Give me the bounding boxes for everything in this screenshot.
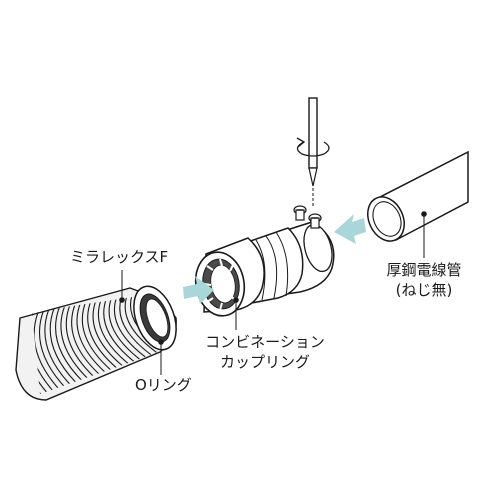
conduit-rib — [92, 298, 124, 367]
conduit-rib — [76, 302, 107, 374]
conduit-rib — [44, 309, 73, 387]
label-coupling-line2: カップリング — [219, 353, 310, 371]
label-mirarex: ミラレックスF — [70, 248, 169, 266]
conduit-rib — [103, 296, 135, 362]
steel-conduit — [367, 150, 469, 242]
label-coupling-line1: コンビネーション — [205, 333, 325, 351]
conduit-rib — [108, 296, 140, 360]
label-o-ring: Oリング — [135, 376, 192, 394]
conduit-rib — [33, 312, 62, 392]
leader-lines — [119, 211, 427, 375]
conduit-rib — [71, 303, 101, 376]
rotation-arrow-icon — [296, 137, 330, 157]
set-screw — [308, 213, 322, 229]
set-screw — [293, 205, 307, 221]
conduit-rib — [55, 307, 84, 383]
conduit-rib — [81, 300, 112, 371]
o-ring — [133, 285, 177, 351]
conduit-rib — [60, 305, 90, 381]
conduit-rib — [65, 304, 95, 378]
conduit-rib — [49, 308, 79, 385]
label-steel-conduit-line1: 厚鋼電線管 — [386, 261, 462, 279]
conduit-rib — [87, 299, 118, 369]
conduit-rib — [97, 297, 129, 365]
insert-arrow-icon — [334, 214, 366, 244]
conduit-rib — [32, 314, 51, 394]
conduit-rib — [113, 296, 146, 358]
combination-coupling — [194, 205, 335, 317]
screwdriver-icon — [308, 97, 318, 206]
insert-arrow-icon — [183, 276, 214, 304]
label-steel-conduit-line2: (ねじ無) — [395, 281, 453, 299]
conduit-rib — [38, 310, 67, 390]
conduit-rib — [32, 313, 56, 394]
